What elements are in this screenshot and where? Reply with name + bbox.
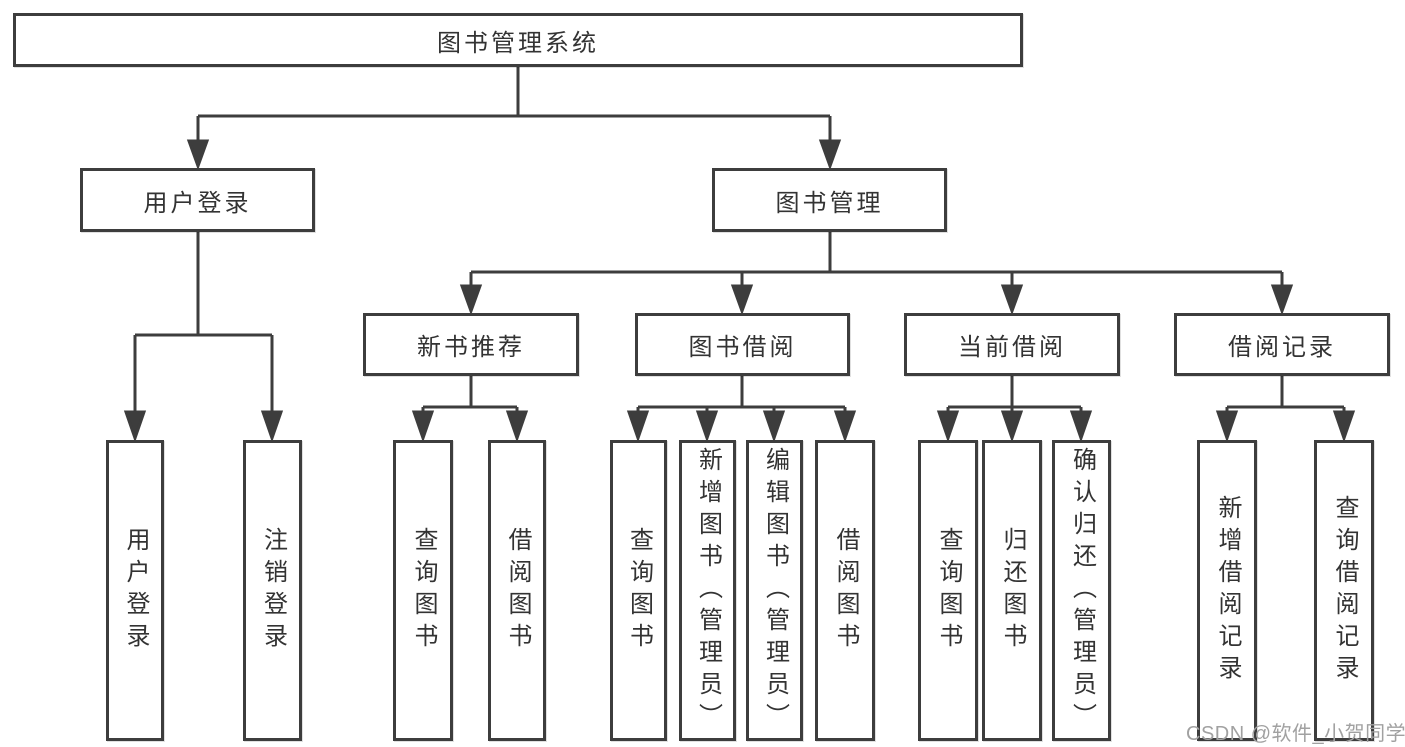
- node-label: 图书管理系统: [437, 29, 599, 57]
- connector-root: [186, 67, 842, 171]
- node-label: 确认归还（管理员）: [1068, 446, 1096, 735]
- node-query-books-1: 查询图书: [393, 440, 453, 741]
- node-current-borrow: 当前借阅: [904, 313, 1120, 376]
- node-label: 注销登录: [259, 526, 287, 655]
- node-label: 图书管理: [775, 189, 884, 217]
- node-user-login-leaf: 用户登录: [106, 440, 164, 741]
- node-label: 借阅图书: [504, 526, 531, 655]
- node-edit-book-admin: 编辑图书（管理员）: [746, 440, 803, 741]
- connector-new-book-recommend: [411, 376, 529, 443]
- node-root: 图书管理系统: [13, 13, 1023, 67]
- connector-book-management: [459, 232, 1294, 316]
- connector-borrow-records: [1215, 376, 1356, 443]
- node-label: 图书借阅: [688, 334, 797, 361]
- connector-current-borrow: [936, 376, 1093, 443]
- node-label: 借阅图书: [832, 526, 859, 655]
- node-label: 查询图书: [410, 526, 437, 655]
- node-label: 用户登录: [143, 189, 252, 217]
- node-label: 编辑图书（管理员）: [761, 446, 789, 735]
- node-query-borrow-record: 查询借阅记录: [1314, 440, 1374, 741]
- connector-user-login: [123, 232, 284, 443]
- node-label: 新增图书（管理员）: [694, 446, 722, 735]
- node-label: 借阅记录: [1228, 334, 1336, 361]
- node-query-books-2: 查询图书: [610, 440, 667, 741]
- node-book-management: 图书管理: [712, 168, 947, 232]
- node-user-login: 用户登录: [80, 168, 315, 232]
- node-label: 归还图书: [999, 526, 1026, 655]
- node-borrow-books-1: 借阅图书: [488, 440, 546, 741]
- node-label: 新增借阅记录: [1214, 494, 1241, 687]
- node-label: 用户登录: [122, 526, 149, 655]
- node-label: 当前借阅: [958, 334, 1066, 361]
- connector-book-borrow: [626, 376, 857, 443]
- watermark: CSDN @软件_小贺同学: [1186, 723, 1405, 745]
- node-borrow-records: 借阅记录: [1174, 313, 1390, 376]
- node-new-book-recommend: 新书推荐: [363, 313, 579, 376]
- node-logout: 注销登录: [243, 440, 302, 741]
- node-query-books-3: 查询图书: [918, 440, 978, 741]
- node-return-book: 归还图书: [982, 440, 1042, 741]
- node-book-borrow: 图书借阅: [635, 313, 850, 376]
- node-add-borrow-record: 新增借阅记录: [1197, 440, 1257, 741]
- node-label: 查询图书: [625, 526, 653, 655]
- node-label: 新书推荐: [417, 334, 525, 361]
- node-add-book-admin: 新增图书（管理员）: [679, 440, 736, 741]
- node-confirm-return-admin: 确认归还（管理员）: [1052, 440, 1111, 741]
- node-label: 查询图书: [935, 526, 962, 655]
- node-label: 查询借阅记录: [1331, 494, 1358, 687]
- node-borrow-books-2: 借阅图书: [815, 440, 875, 741]
